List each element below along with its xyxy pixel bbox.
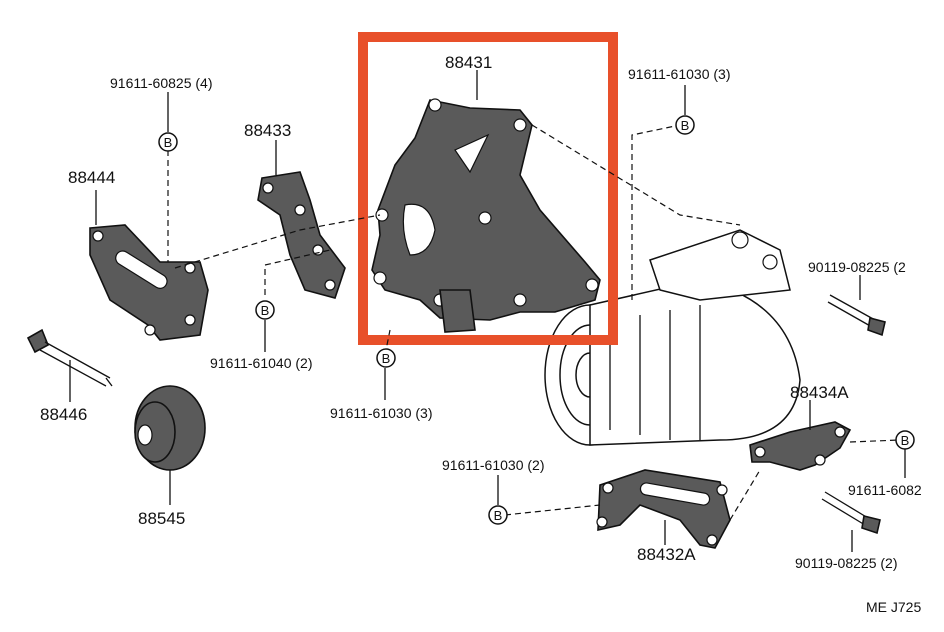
leader-lines (69, 70, 906, 552)
label-90119-08225-bot: 90119-08225 (2) (795, 555, 897, 571)
pulley-88545 (134, 385, 206, 471)
svg-text:B: B (382, 351, 391, 366)
bolt-tag-3: B (255, 300, 275, 320)
label-91611-61030-bot: 91611-61030 (2) (442, 457, 544, 473)
bracket-88434A (749, 421, 852, 471)
svg-text:B: B (164, 135, 173, 150)
bracket-88444 (89, 224, 209, 341)
label-88446: 88446 (40, 405, 87, 424)
bolt-tag-5: B (488, 505, 508, 525)
bolt-90119-top (827, 294, 886, 337)
label-88434A: 88434A (790, 383, 849, 402)
bolt-tag-4: B (376, 348, 396, 368)
label-88433: 88433 (244, 121, 291, 140)
diagram-code: ME J725 (866, 599, 921, 615)
label-91611-6082: 91611-6082 (848, 482, 922, 498)
svg-text:B: B (261, 303, 270, 318)
bolt-tag-6: B (895, 430, 915, 450)
highlight-box (358, 32, 618, 345)
bolt-90119-bottom (821, 491, 881, 535)
bolt-tag-1: B (158, 132, 178, 152)
label-88444: 88444 (68, 168, 115, 187)
label-91611-61030-top: 91611-61030 (3) (628, 66, 730, 82)
label-88431: 88431 (445, 53, 492, 72)
bolt-tag-2: B (675, 115, 695, 135)
bolt-88446 (26, 328, 113, 387)
ac-compressor (544, 229, 801, 446)
bracket-88431 (371, 98, 601, 333)
svg-text:B: B (681, 118, 690, 133)
label-91611-61030-mid: 91611-61030 (3) (330, 405, 432, 421)
bracket-88432A (596, 469, 731, 549)
label-90119-08225-top: 90119-08225 (2 (808, 259, 906, 275)
svg-text:B: B (901, 433, 910, 448)
svg-text:B: B (494, 508, 503, 523)
bracket-88433 (257, 171, 346, 299)
label-88545: 88545 (138, 509, 185, 528)
label-91611-60825: 91611-60825 (4) (110, 75, 212, 91)
label-91611-61040: 91611-61040 (2) (210, 355, 312, 371)
label-88432A: 88432A (637, 545, 696, 564)
